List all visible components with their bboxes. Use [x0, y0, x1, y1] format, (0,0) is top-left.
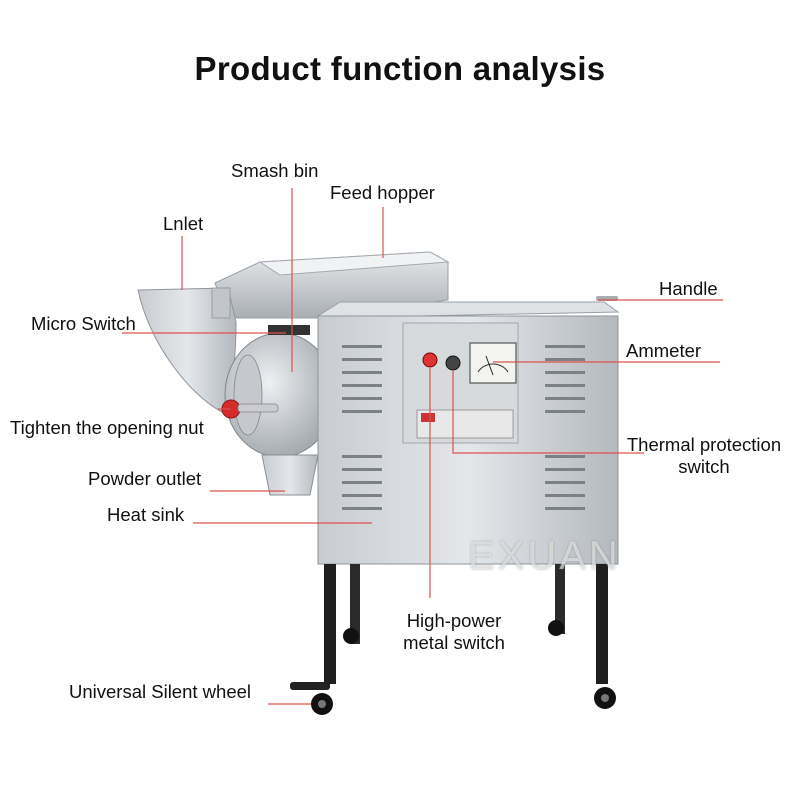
label-thermal-line2: switch: [678, 456, 730, 477]
label-heat-sink: Heat sink: [107, 504, 185, 525]
label-ammeter: Ammeter: [626, 340, 702, 361]
label-feed-hopper: Feed hopper: [330, 182, 435, 203]
label-inlet: Lnlet: [163, 213, 204, 234]
label-smash-bin: Smash bin: [231, 160, 319, 181]
leader-lines: [122, 188, 723, 705]
heat-sink-vents-right: [545, 345, 585, 510]
label-wheel: Universal Silent wheel: [69, 681, 252, 702]
label-thermal-protection: Thermal protection switch: [616, 434, 792, 478]
legs: [324, 564, 608, 684]
heat-sink-vents-left: [342, 345, 382, 510]
label-high-power-line1: High-power: [406, 610, 502, 631]
label-handle: Handle: [659, 278, 718, 299]
inlet-funnel: [137, 287, 237, 413]
label-thermal-line1: Thermal protection: [626, 434, 782, 455]
watermark-logo: EXUAN: [468, 534, 621, 578]
label-high-power-line2: metal switch: [403, 632, 505, 653]
ammeter: [469, 342, 517, 384]
label-powder-outlet: Powder outlet: [88, 468, 202, 489]
label-tighten-nut: Tighten the opening nut: [10, 417, 204, 438]
nameplate: [416, 409, 514, 439]
leader-thermal: [452, 370, 644, 454]
powder-outlet: [261, 454, 319, 496]
page-title: Product function analysis: [194, 50, 606, 87]
wheels: [290, 620, 616, 715]
label-high-power-switch: High-power metal switch: [390, 610, 518, 654]
label-micro-switch: Micro Switch: [31, 313, 136, 334]
